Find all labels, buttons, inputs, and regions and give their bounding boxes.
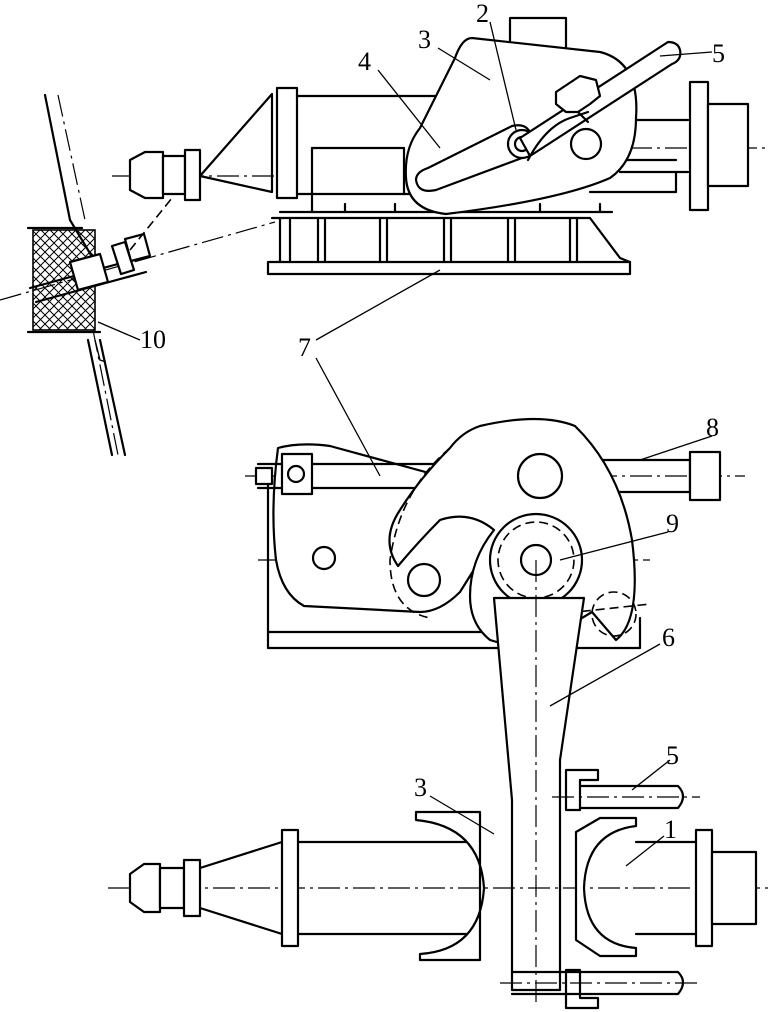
rod-clevis	[280, 452, 314, 496]
arm-hole	[569, 127, 603, 161]
bottom-view	[108, 768, 770, 1010]
callout-mid-4: 6	[662, 623, 675, 652]
right-cup	[574, 816, 638, 958]
callout-bot-3: 1	[664, 815, 677, 844]
cam-hole	[406, 562, 442, 598]
callout-mid-2: 8	[706, 413, 719, 442]
callout-bot-1: 5	[666, 741, 679, 770]
lower-clamp	[564, 968, 600, 1010]
callout-top-1: 2	[476, 0, 489, 28]
callout-bot-2: 3	[414, 773, 427, 802]
inclined-pipe	[0, 197, 276, 304]
bottom-right-flange	[694, 828, 714, 948]
callout-top-4: 5	[712, 39, 725, 68]
callout-top-3: 4	[358, 47, 371, 76]
callout-mid-1: 7	[298, 333, 311, 362]
top-nozzle	[112, 86, 299, 202]
callout-top-2: 3	[418, 25, 431, 54]
bottom-nozzle	[128, 862, 162, 914]
lever-clamp	[554, 74, 602, 114]
bottom-left-flange	[280, 828, 300, 948]
leader-lines	[97, 21, 713, 867]
lever-handle	[518, 40, 682, 158]
top-right-flange	[688, 80, 750, 212]
callout-top-5: 10	[140, 325, 166, 354]
left-cup	[414, 810, 486, 962]
middle-base	[266, 490, 642, 650]
tall-lever	[492, 596, 586, 992]
callout-labels: 2 3 4 5 10 7 8 9 6 5 3 1	[140, 0, 725, 844]
rear-lever-hole	[311, 545, 337, 571]
top-view	[0, 16, 770, 457]
rod-stub	[254, 466, 274, 486]
cam-top-roller	[516, 452, 564, 500]
callout-mid-3: 9	[666, 509, 679, 538]
base-frame	[266, 202, 632, 276]
rod-end	[688, 450, 722, 502]
upper-clamp	[564, 768, 600, 812]
middle-view	[245, 417, 745, 653]
